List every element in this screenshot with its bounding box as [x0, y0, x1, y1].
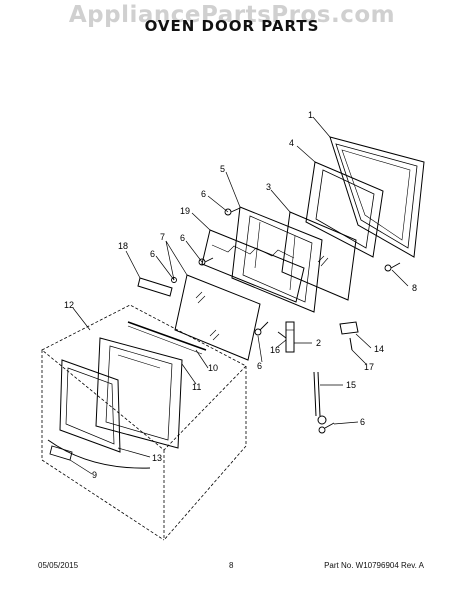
callout-1: 1	[308, 110, 313, 120]
footer-part-number: Part No. W10796904 Rev. A	[324, 561, 424, 570]
part-middle-glass	[174, 274, 261, 361]
footer-page-number: 8	[229, 561, 234, 570]
callout-2: 2	[316, 338, 321, 348]
callout-5: 5	[220, 164, 225, 174]
callout-6-d: 6	[257, 361, 262, 371]
callout-3: 3	[266, 182, 271, 192]
footer-date: 05/05/2015	[38, 561, 79, 570]
part-outer-door-panel	[329, 136, 425, 258]
part-inner-glass	[281, 211, 357, 301]
callout-18: 18	[118, 241, 128, 251]
callout-9: 9	[92, 470, 97, 480]
part-hinge	[277, 321, 295, 353]
part-door-spring	[313, 371, 327, 425]
part-inner-door-panel	[95, 337, 183, 449]
part-door-frame	[305, 161, 384, 258]
callout-11: 11	[192, 382, 201, 392]
callout-17: 17	[364, 362, 374, 372]
callout-15: 15	[346, 380, 356, 390]
callout-8: 8	[412, 283, 417, 293]
leader-lines	[69, 116, 409, 475]
callout-6-a: 6	[201, 189, 206, 199]
callout-19: 19	[180, 206, 190, 216]
part-door-panel-assembly	[41, 304, 247, 541]
callout-13: 13	[152, 453, 162, 463]
callout-6-e: 6	[360, 417, 365, 427]
part-door-liner	[231, 206, 323, 313]
callout-10: 10	[208, 363, 218, 373]
callout-6-b: 6	[180, 233, 185, 243]
callout-16: 16	[270, 345, 280, 355]
callout-6-c: 6	[150, 249, 155, 259]
callout-12: 12	[64, 300, 74, 310]
part-screws	[171, 207, 401, 434]
callout-7: 7	[160, 232, 165, 242]
part-handle-bracket	[137, 277, 173, 297]
part-insulation	[201, 229, 305, 303]
callout-14: 14	[374, 344, 384, 354]
part-door-trim	[127, 321, 207, 355]
part-front-glass	[47, 359, 151, 469]
page-title: OVEN DOOR PARTS	[144, 17, 320, 35]
watermark-text: AppliancePartsPros.com	[68, 2, 396, 28]
callout-4: 4	[289, 138, 294, 148]
part-hinge-receiver	[339, 321, 359, 351]
